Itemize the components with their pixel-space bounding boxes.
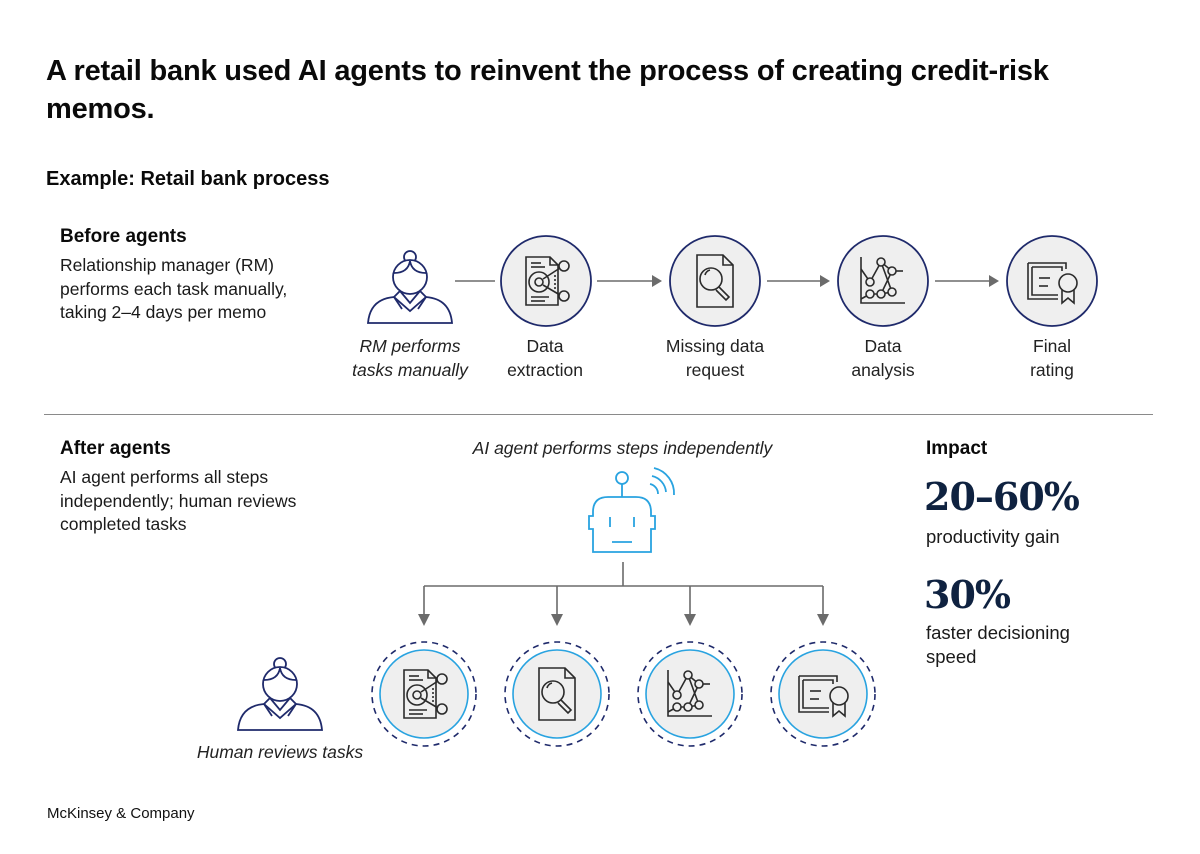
step-caption-line: Missing data	[665, 336, 765, 356]
after-description-line: completed tasks	[60, 514, 187, 534]
impact-label-productivity: productivity gain	[926, 525, 1060, 549]
arrow-down-icon	[684, 614, 696, 626]
step-caption-line: Data	[864, 336, 902, 356]
rm-caption: RM performs tasks manually	[335, 334, 485, 382]
impact-label-line: productivity gain	[926, 526, 1060, 547]
agent-caption: AI agent performs steps independently	[472, 438, 773, 458]
step-circle	[778, 649, 868, 739]
impact-stat-speed: 30%	[924, 572, 1011, 617]
impact-label-line: faster decisioning	[926, 622, 1070, 643]
after-description-line: independently; human reviews	[60, 490, 297, 511]
dashed-ring	[504, 641, 610, 747]
after-step-final-rating	[770, 641, 876, 747]
impact-stat-productivity: 20–60%	[924, 474, 1080, 519]
step-circle	[669, 235, 761, 327]
after-step-data-extraction	[371, 641, 477, 747]
step-circle	[645, 649, 735, 739]
dashed-ring	[770, 641, 876, 747]
arrow-right-icon	[767, 275, 830, 287]
after-description-line: AI agent performs all steps	[60, 467, 269, 487]
before-description: Relationship manager (RM) performs each …	[60, 254, 287, 325]
rm-caption-line: tasks manually	[352, 360, 468, 380]
step-caption-final-rating: Final rating	[977, 334, 1127, 382]
step-caption-line: rating	[1030, 360, 1074, 380]
before-description-line: taking 2–4 days per memo	[60, 302, 267, 322]
before-description-line: performs each task manually,	[60, 278, 288, 299]
arrow-right-icon	[597, 275, 662, 287]
step-caption-line: Data	[526, 336, 564, 356]
dashed-ring	[371, 641, 477, 747]
rm-person-icon	[367, 250, 453, 324]
arrow-down-icon	[418, 614, 430, 626]
section-divider	[44, 414, 1153, 415]
step-caption-line: request	[685, 360, 745, 380]
arrow-down-icon	[817, 614, 829, 626]
arrow-right-icon	[935, 275, 999, 287]
before-description-line: Relationship manager (RM)	[60, 255, 274, 275]
rm-caption-line: RM performs	[359, 336, 461, 356]
example-subtitle: Example: Retail bank process	[46, 168, 330, 190]
before-step-data-extraction	[500, 235, 592, 327]
arrow-down-icon	[551, 614, 563, 626]
step-caption-line: extraction	[507, 360, 583, 380]
step-circle	[379, 649, 469, 739]
before-step-final-rating	[1006, 235, 1098, 327]
step-caption-data-extraction: Data extraction	[470, 334, 620, 382]
step-caption-line: analysis	[851, 360, 915, 380]
after-step-missing-data	[504, 641, 610, 747]
before-step-data-analysis	[837, 235, 929, 327]
page-title: A retail bank used AI agents to reinvent…	[46, 55, 1049, 125]
step-circle	[837, 235, 929, 327]
impact-label-line: speed	[926, 646, 977, 667]
after-description: AI agent performs all steps independentl…	[60, 466, 296, 537]
step-caption-line: Final	[1033, 336, 1071, 356]
human-caption: Human reviews tasks	[196, 742, 364, 762]
dashed-ring	[637, 641, 743, 747]
before-step-missing-data	[669, 235, 761, 327]
step-circle	[512, 649, 602, 739]
after-step-data-analysis	[637, 641, 743, 747]
footer-brand: McKinsey & Company	[47, 805, 195, 822]
before-heading: Before agents	[60, 226, 187, 247]
step-circle	[1006, 235, 1098, 327]
ai-robot-icon	[588, 467, 675, 553]
step-caption-missing-data: Missing data request	[630, 334, 800, 382]
after-heading: After agents	[60, 438, 171, 459]
step-circle	[500, 235, 592, 327]
human-reviewer-icon	[237, 657, 323, 731]
impact-heading: Impact	[926, 438, 988, 459]
branch-connector	[423, 562, 824, 617]
step-caption-data-analysis: Data analysis	[808, 334, 958, 382]
impact-label-speed: faster decisioning speed	[926, 621, 1070, 669]
